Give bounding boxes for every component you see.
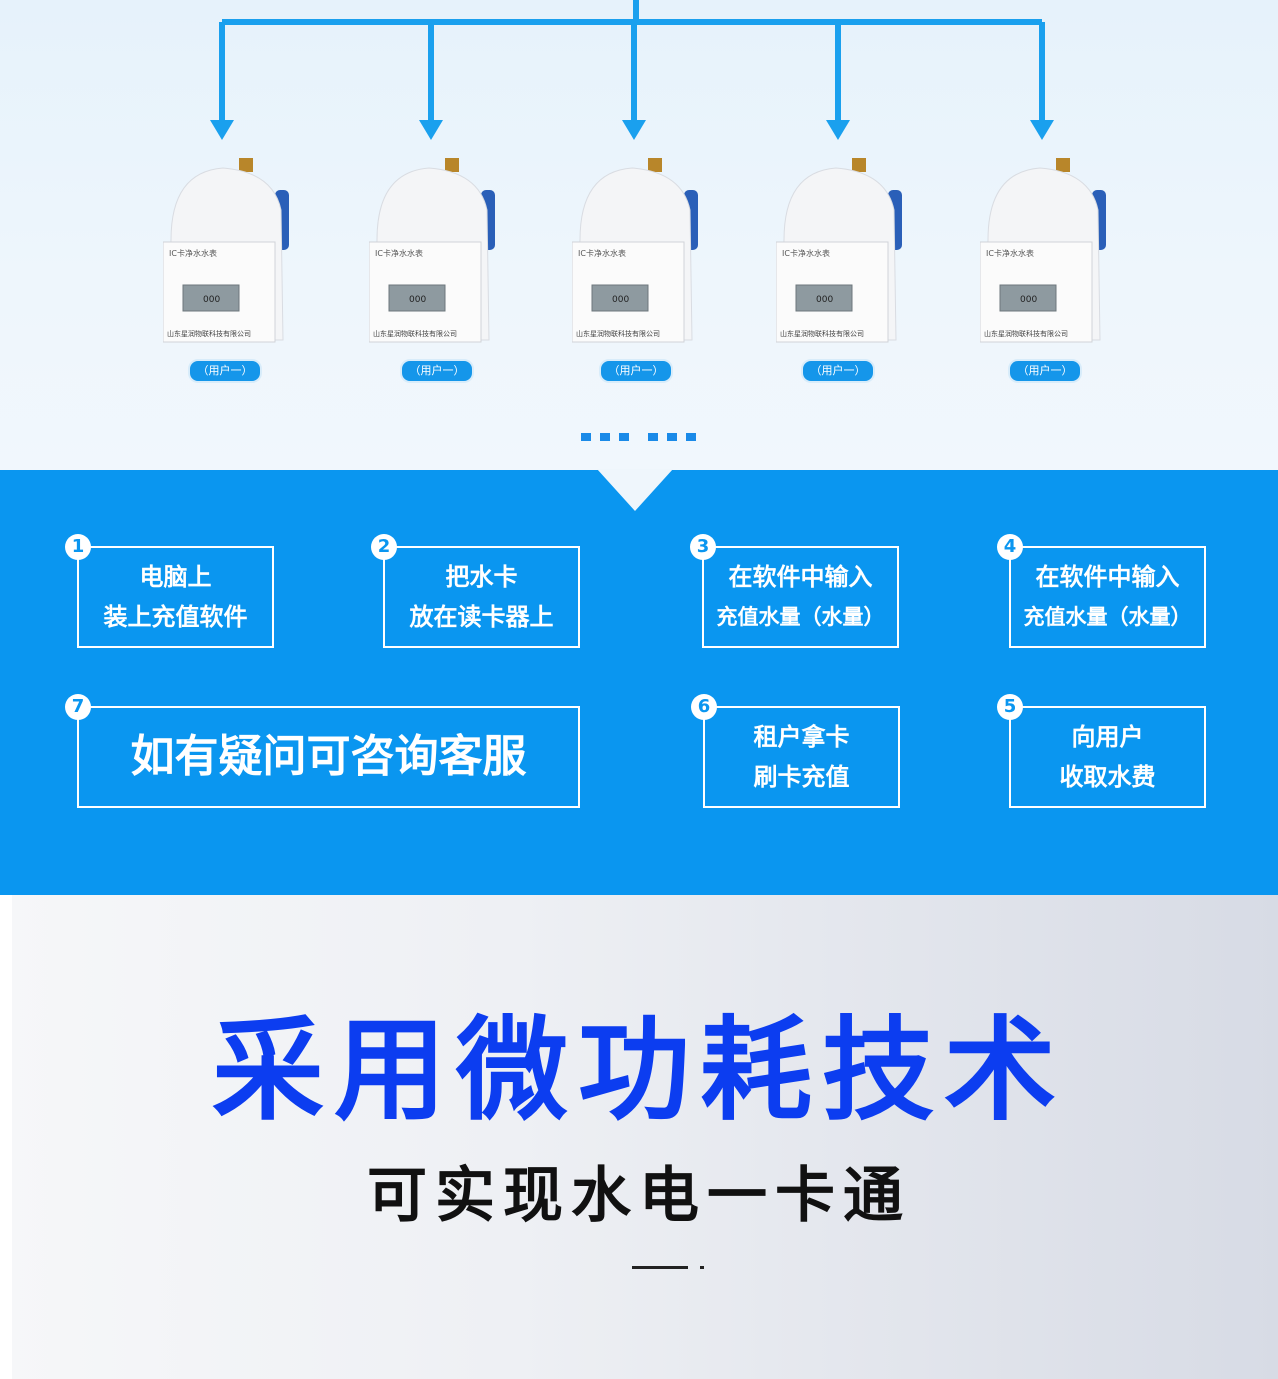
step-box-1: 电脑上 装上充值软件 — [77, 546, 274, 648]
divider — [632, 1266, 688, 1269]
step-box-5: 向用户 收取水费 — [1009, 706, 1206, 808]
step-box-3: 在软件中输入 充值水量（水量） — [702, 546, 899, 648]
svg-text:000: 000 — [409, 295, 426, 305]
user-badge: （用户一） — [400, 359, 474, 383]
water-meter: 000 IC卡净水水表 山东星润物联科技有限公司 — [775, 150, 906, 350]
arrow-head-icon — [419, 120, 443, 140]
svg-text:山东星润物联科技有限公司: 山东星润物联科技有限公司 — [780, 329, 864, 338]
subheadline: 可实现水电一卡通 — [367, 1161, 911, 1231]
user-badge: （用户一） — [599, 359, 673, 383]
svg-text:000: 000 — [203, 295, 220, 305]
step-box-6: 租户拿卡 刷卡充值 — [703, 706, 900, 808]
svg-text:山东星润物联科技有限公司: 山东星润物联科技有限公司 — [984, 329, 1068, 338]
step-number: 2 — [371, 534, 397, 560]
svg-text:山东星润物联科技有限公司: 山东星润物联科技有限公司 — [576, 329, 660, 338]
step-box-7: 如有疑问可咨询客服 — [77, 706, 580, 808]
step-box-2: 把水卡 放在读卡器上 — [383, 546, 580, 648]
svg-text:IC卡净水水表: IC卡净水水表 — [169, 248, 217, 258]
svg-text:IC卡净水水表: IC卡净水水表 — [578, 248, 626, 258]
step-number: 3 — [690, 534, 716, 560]
arrow-head-icon — [622, 120, 646, 140]
feature-banner — [0, 895, 1278, 1379]
arrow-head-icon — [1030, 120, 1054, 140]
section-notch — [597, 469, 673, 511]
step-number: 1 — [65, 534, 91, 560]
headline: 采用微功耗技术 — [212, 1006, 1066, 1136]
ellipsis-dots — [581, 426, 638, 445]
step-number: 7 — [65, 694, 91, 720]
water-meter: 000 IC卡净水水表 山东星润物联科技有限公司 — [162, 150, 293, 350]
user-badge: （用户一） — [188, 359, 262, 383]
svg-text:000: 000 — [816, 295, 833, 305]
water-meter: 000 IC卡净水水表 山东星润物联科技有限公司 — [571, 150, 702, 350]
water-meter: 000 IC卡净水水表 山东星润物联科技有限公司 — [979, 150, 1110, 350]
step-number: 4 — [997, 534, 1023, 560]
svg-text:IC卡净水水表: IC卡净水水表 — [375, 248, 423, 258]
step-number: 5 — [997, 694, 1023, 720]
arrow-head-icon — [210, 120, 234, 140]
svg-text:山东星润物联科技有限公司: 山东星润物联科技有限公司 — [167, 329, 251, 338]
ellipsis-dots — [648, 426, 705, 445]
user-badge: （用户一） — [801, 359, 875, 383]
step-box-4: 在软件中输入 充值水量（水量） — [1009, 546, 1206, 648]
user-badge: （用户一） — [1008, 359, 1082, 383]
steps-section — [0, 470, 1278, 895]
svg-text:IC卡净水水表: IC卡净水水表 — [782, 248, 830, 258]
water-meter: 000 IC卡净水水表 山东星润物联科技有限公司 — [368, 150, 499, 350]
svg-text:000: 000 — [612, 295, 629, 305]
svg-text:IC卡净水水表: IC卡净水水表 — [986, 248, 1034, 258]
divider-dot — [700, 1266, 704, 1269]
arrow-head-icon — [826, 120, 850, 140]
svg-text:山东星润物联科技有限公司: 山东星润物联科技有限公司 — [373, 329, 457, 338]
distribution-arrows — [210, 0, 1054, 140]
step-number: 6 — [691, 694, 717, 720]
svg-text:000: 000 — [1020, 295, 1037, 305]
